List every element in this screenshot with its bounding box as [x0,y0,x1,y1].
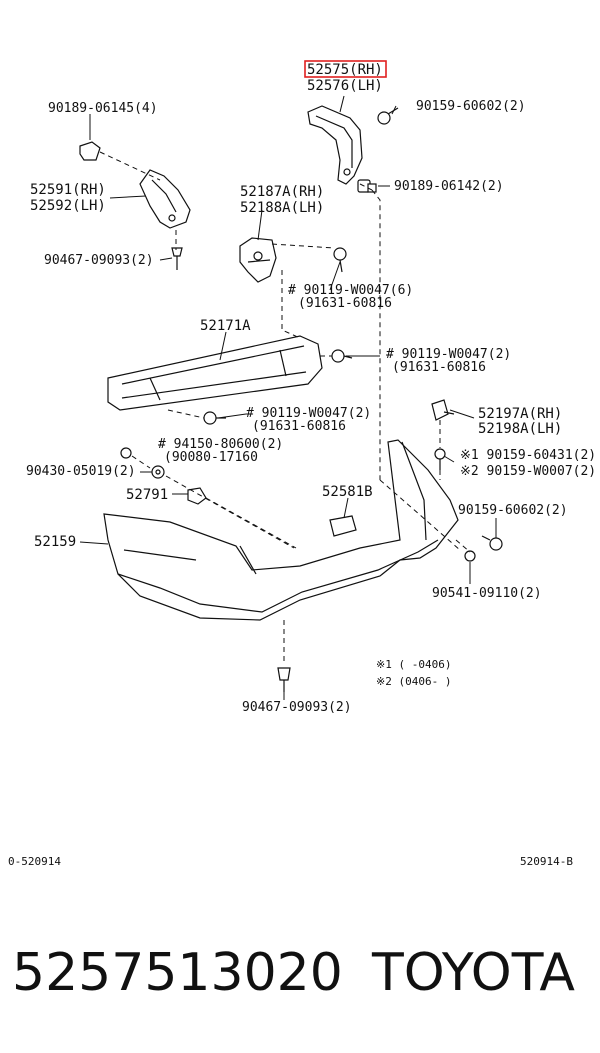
bolt-90119-w0047-2b [203,411,226,425]
label-52171A[interactable]: 52171A [200,318,251,334]
label-90119-w0047-6[interactable]: # 90119-W0047(6) [288,283,413,298]
bolt-52791 [187,487,207,505]
label-52159[interactable]: 52159 [34,534,76,550]
diagram-code-right: 520914-B [520,855,573,868]
beam-52171A-shape [107,335,323,411]
bracket-52197A-shape [431,399,455,421]
label-90119-w0047-2b[interactable]: # 90119-W0047(2) [246,406,371,421]
screw-90159-60431 [434,448,446,470]
footer: 5257513020 TOYOTA [12,943,575,1003]
label-52188A[interactable]: 52188A(LH) [240,200,324,216]
label-90159-60431[interactable]: ※1 90159-60431(2) [460,448,596,463]
label-52581B[interactable]: 52581B [322,484,373,500]
bolt-90159-60602-top [377,107,399,125]
bolt-90159-60602-right [481,535,503,551]
label-90430-05019[interactable]: 90430-05019(2) [26,464,136,479]
label-91631-60816-b[interactable]: (91631-60816 [392,360,486,375]
label-52197A[interactable]: 52197A(RH) [478,406,562,422]
label-91631-60816-a[interactable]: (91631-60816 [298,296,392,311]
label-90541-09110[interactable]: 90541-09110(2) [432,586,542,601]
note-2: ※2 (0406- ) [376,675,451,688]
bolt-90119-w0047-6 [333,247,347,273]
label-90189-06142[interactable]: 90189-06142(2) [394,179,504,194]
label-90467-09093-bottom[interactable]: 90467-09093(2) [242,700,352,715]
footer-brand: TOYOTA [371,943,575,1003]
label-52187A[interactable]: 52187A(RH) [240,184,324,200]
nut-90189-06142 [357,179,377,193]
label-90467-09093-top[interactable]: 90467-09093(2) [44,253,154,268]
label-90159-w0007[interactable]: ※2 90159-W0007(2) [460,464,596,479]
diagram-code-left: 0-520914 [8,855,61,868]
note-1: ※1 ( -0406) [376,658,451,671]
label-52575[interactable]: 52575(RH) [307,62,383,78]
washer-90430-05019 [151,465,165,479]
highlight-box-52575 [304,60,387,78]
clip-90467-09093-bottom [277,667,291,692]
clip-90467-09093-top [171,247,183,270]
label-52592[interactable]: 52592(LH) [30,198,106,214]
nut-90189-06145 [79,141,101,161]
label-90119-w0047-2a[interactable]: # 90119-W0047(2) [386,347,511,362]
leader-lines [79,95,497,700]
label-52791[interactable]: 52791 [126,487,168,503]
label-90080-17160[interactable]: (90080-17160 [164,450,258,465]
label-91631-60816-c[interactable]: (91631-60816 [252,419,346,434]
nut-94150-80600 [120,447,132,459]
label-90159-60602-top[interactable]: 90159-60602(2) [416,99,526,114]
label-94150-80600[interactable]: # 94150-80600(2) [158,437,283,452]
label-52576[interactable]: 52576(LH) [307,78,383,94]
bumper-cover-52159-shape [103,439,459,621]
label-90159-60602-right[interactable]: 90159-60602(2) [458,503,568,518]
labels: 52575(RH) 52576(LH) 90189-06145(4) 90159… [8,60,596,868]
bracket-52575-shape [307,105,363,185]
label-52198A[interactable]: 52198A(LH) [478,421,562,437]
label-52591[interactable]: 52591(RH) [30,182,106,198]
footer-part-number: 5257513020 [12,943,343,1003]
label-90189-06145[interactable]: 90189-06145(4) [48,101,158,116]
nut-90541-09110 [464,550,476,562]
bracket-52187A-shape [239,237,277,283]
dashed-lines [99,151,471,664]
bracket-52591-shape [139,169,191,229]
